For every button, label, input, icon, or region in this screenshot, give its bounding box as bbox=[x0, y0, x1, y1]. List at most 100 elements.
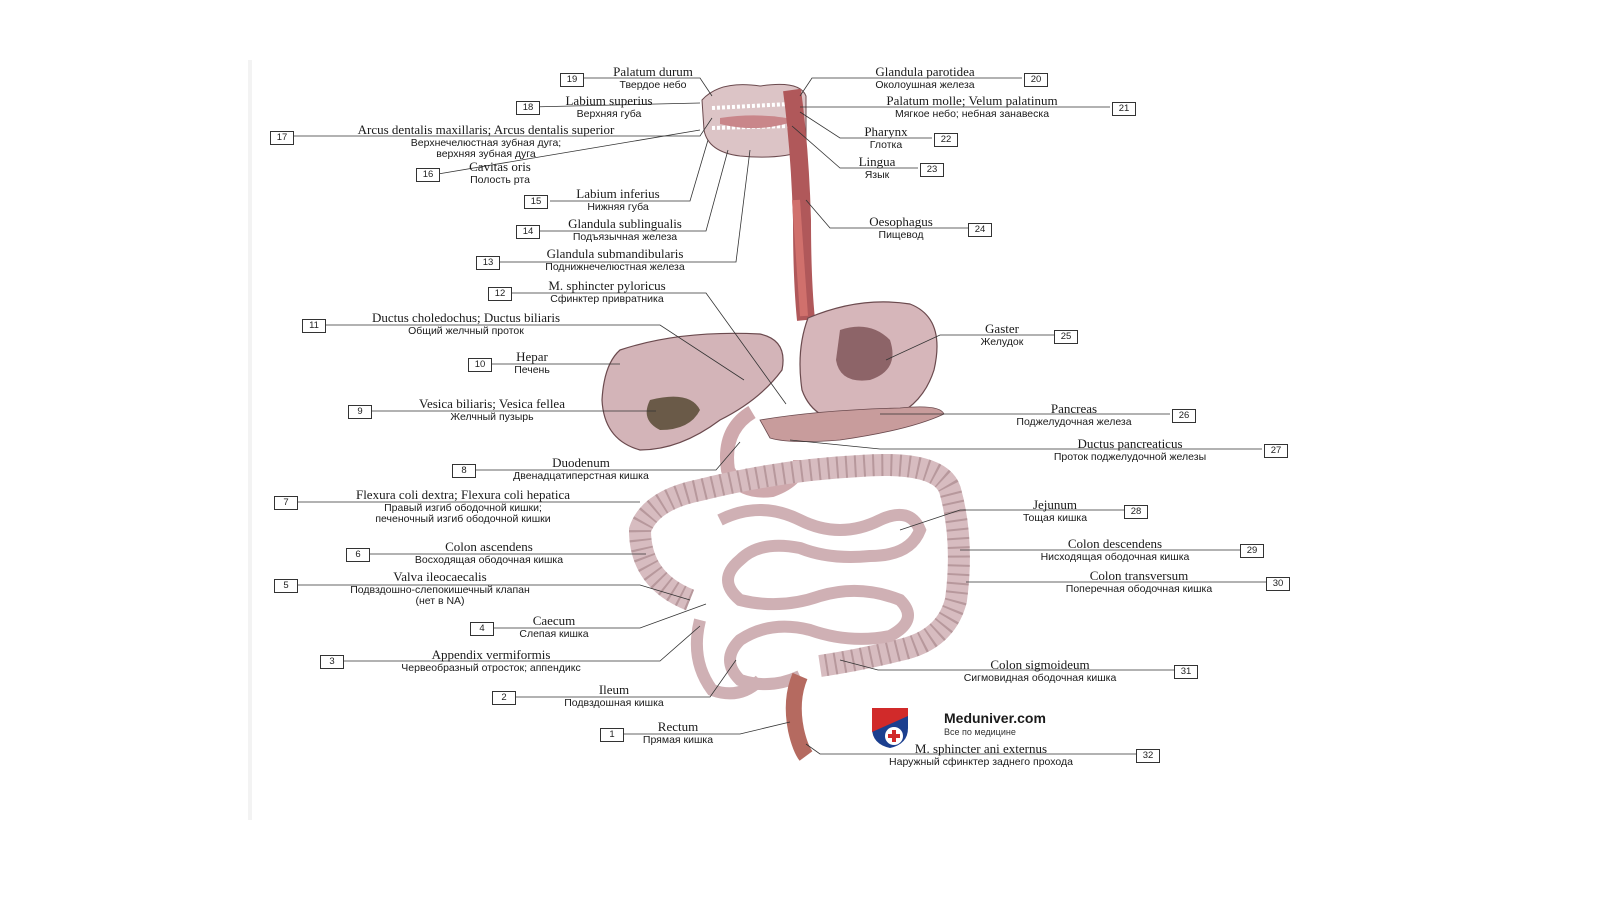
russian-term: Верхнечелюстная зубная дуга; bbox=[410, 137, 562, 149]
label-number-16: 16 bbox=[416, 168, 440, 182]
label-number-24: 24 bbox=[968, 223, 992, 237]
label-number-29: 29 bbox=[1240, 544, 1264, 558]
label-number-28: 28 bbox=[1124, 505, 1148, 519]
russian-term: Поперечная ободочная кишка bbox=[1065, 583, 1213, 595]
russian-term: Червеобразный отросток; аппендикс bbox=[401, 662, 581, 674]
latin-term: Caecum bbox=[532, 613, 576, 628]
ileum-drawing bbox=[690, 618, 765, 700]
russian-term: Мягкое небо; небная занавеска bbox=[894, 108, 1050, 120]
russian-term: Околоушная железа bbox=[875, 79, 975, 91]
label-number-9: 9 bbox=[348, 405, 372, 419]
label-number-10: 10 bbox=[468, 358, 492, 372]
label-cavitas-oris: Cavitas oris Полость рта bbox=[440, 160, 560, 186]
russian-term: Язык bbox=[864, 169, 890, 181]
russian-term: Проток поджелудочной железы bbox=[1053, 451, 1207, 463]
latin-term: M. sphincter ani externus bbox=[914, 741, 1048, 756]
label-number-25: 25 bbox=[1054, 330, 1078, 344]
label-number-2: 2 bbox=[492, 691, 516, 705]
latin-term: Cavitas oris bbox=[469, 159, 531, 174]
watermark-tagline: Все по медицине bbox=[944, 727, 1016, 737]
latin-term: Lingua bbox=[858, 154, 896, 169]
latin-term: Gaster bbox=[985, 321, 1019, 336]
label-glandula-parotidea: Glandula parotidea Околоушная железа bbox=[828, 65, 1022, 91]
label-sphincter-ani-externus: M. sphincter ani externus Наружный сфинк… bbox=[836, 742, 1126, 768]
label-number-22: 22 bbox=[934, 133, 958, 147]
label-colon-descendens: Colon descendens Нисходящая ободочная ки… bbox=[1000, 537, 1230, 563]
esophagus-highlight-drawing bbox=[792, 199, 808, 317]
teeth-upper-drawing bbox=[711, 102, 791, 110]
label-number-5: 5 bbox=[274, 579, 298, 593]
label-number-21: 21 bbox=[1112, 102, 1136, 116]
pancreas-drawing bbox=[759, 406, 945, 442]
teeth-lower-drawing bbox=[711, 124, 791, 130]
label-arcus-dentalis: Arcus dentalis maxillaris; Arcus dentali… bbox=[296, 123, 676, 160]
label-rectum: Rectum Прямая кишка bbox=[624, 720, 732, 746]
label-colon-sigmoideum: Colon sigmoideum Сигмовидная ободочная к… bbox=[920, 658, 1160, 684]
russian-term: Общий желчный проток bbox=[408, 325, 524, 337]
latin-term: M. sphincter pyloricus bbox=[548, 278, 666, 293]
label-flexura-coli-dextra: Flexura coli dextra; Flexura coli hepati… bbox=[298, 488, 628, 525]
jejunum-drawing bbox=[717, 504, 927, 691]
russian-term: Твердое небо bbox=[619, 79, 687, 91]
latin-term: Appendix vermiformis bbox=[431, 647, 551, 662]
label-number-13: 13 bbox=[476, 256, 500, 270]
russian-term: Правый изгиб ободочной кишки; bbox=[384, 502, 542, 514]
label-colon-ascendens: Colon ascendens Восходящая ободочная киш… bbox=[372, 540, 606, 566]
latin-term: Jejunum bbox=[1032, 497, 1078, 512]
latin-term: Palatum durum bbox=[613, 64, 693, 79]
russian-term: Верхняя губа bbox=[576, 108, 642, 120]
russian-term: Полость рта bbox=[470, 174, 530, 186]
label-number-4: 4 bbox=[470, 622, 494, 636]
russian-term-line2: верхняя зубная дуга bbox=[436, 148, 536, 160]
label-number-23: 23 bbox=[920, 163, 944, 177]
russian-term: Желудок bbox=[980, 336, 1024, 348]
latin-term: Ileum bbox=[598, 682, 630, 697]
label-number-14: 14 bbox=[516, 225, 540, 239]
label-jejunum: Jejunum Тощая кишка bbox=[1000, 498, 1110, 524]
label-palatum-durum: Palatum durum Твердое небо bbox=[586, 65, 720, 91]
label-glandula-sublingualis: Glandula sublingualis Подъязычная железа bbox=[540, 217, 710, 243]
label-number-12: 12 bbox=[488, 287, 512, 301]
latin-term: Flexura coli dextra; Flexura coli hepati… bbox=[355, 487, 571, 502]
russian-term: Печень bbox=[514, 364, 550, 376]
label-sphincter-pyloricus: M. sphincter pyloricus Сфинктер привратн… bbox=[512, 279, 702, 305]
label-lingua: Lingua Язык bbox=[846, 155, 908, 181]
label-ductus-choledochus: Ductus choledochus; Ductus biliaris Общи… bbox=[326, 311, 606, 337]
label-number-7: 7 bbox=[274, 496, 298, 510]
russian-term: Подвздошная кишка bbox=[564, 697, 664, 709]
latin-term: Glandula sublingualis bbox=[568, 216, 682, 231]
label-number-1: 1 bbox=[600, 728, 624, 742]
russian-term: Глотка bbox=[869, 139, 903, 151]
latin-term: Colon descendens bbox=[1067, 536, 1163, 551]
label-caecum: Caecum Слепая кишка bbox=[494, 614, 614, 640]
russian-term: Восходящая ободочная кишка bbox=[414, 554, 564, 566]
label-number-31: 31 bbox=[1174, 665, 1198, 679]
label-number-11: 11 bbox=[302, 319, 326, 333]
label-number-30: 30 bbox=[1266, 577, 1290, 591]
latin-term: Vesica biliaris; Vesica fellea bbox=[419, 396, 565, 411]
stomach-wall-drawing bbox=[836, 326, 893, 381]
label-number-32: 32 bbox=[1136, 749, 1160, 763]
latin-term: Pharynx bbox=[864, 124, 908, 139]
latin-term: Colon ascendens bbox=[445, 539, 533, 554]
russian-term-line2: печеночный изгиб ободочной кишки bbox=[375, 513, 551, 525]
label-number-8: 8 bbox=[452, 464, 476, 478]
russian-term: Нисходящая ободочная кишка bbox=[1040, 551, 1190, 563]
latin-term: Labium inferius bbox=[576, 186, 660, 201]
latin-term: Glandula parotidea bbox=[875, 64, 975, 79]
label-number-20: 20 bbox=[1024, 73, 1048, 87]
russian-term: Прямая кишка bbox=[642, 734, 714, 746]
label-pharynx: Pharynx Глотка bbox=[846, 125, 926, 151]
tongue-drawing bbox=[720, 115, 798, 129]
organs bbox=[601, 83, 970, 761]
russian-term: Наружный сфинктер заднего прохода bbox=[889, 756, 1073, 768]
colon-haustra-drawing bbox=[628, 454, 970, 677]
label-duodenum: Duodenum Двенадцатиперстная кишка bbox=[476, 456, 686, 482]
label-number-19: 19 bbox=[560, 73, 584, 87]
latin-term: Colon sigmoideum bbox=[990, 657, 1090, 672]
label-oesophagus: Oesophagus Пищевод bbox=[846, 215, 956, 241]
russian-term: Желчный пузырь bbox=[450, 411, 534, 423]
label-number-3: 3 bbox=[320, 655, 344, 669]
label-number-15: 15 bbox=[524, 195, 548, 209]
